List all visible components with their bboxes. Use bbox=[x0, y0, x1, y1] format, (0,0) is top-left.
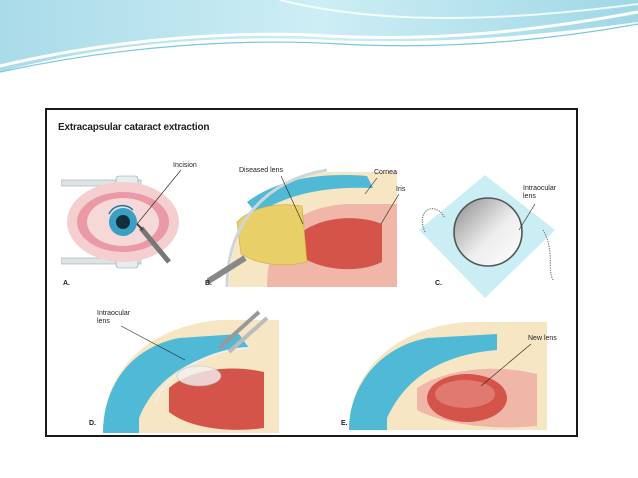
panel-b-cross-section bbox=[207, 168, 397, 287]
label-cornea: Cornea bbox=[374, 169, 397, 176]
figure-frame: Extracapsular cataract extraction Incisi… bbox=[45, 108, 578, 437]
panel-letter-d: D. bbox=[89, 420, 96, 427]
figure-title: Extracapsular cataract extraction bbox=[58, 122, 210, 133]
panel-d-lens-insertion bbox=[103, 310, 279, 433]
panel-letter-b: B. bbox=[205, 280, 212, 287]
panel-a-eye-illustration bbox=[61, 175, 179, 269]
label-iris: Iris bbox=[396, 186, 406, 193]
slide-header-wave bbox=[0, 0, 638, 73]
panel-e-new-lens bbox=[349, 322, 547, 430]
label-diseased-lens: Diseased lens bbox=[239, 167, 283, 174]
label-intraocular-lens-d: Intraocular lens bbox=[97, 310, 131, 325]
panel-letter-a: A. bbox=[63, 280, 70, 287]
label-intraocular-lens-c: Intraocular lens bbox=[523, 185, 557, 200]
leader-line-panel-d bbox=[120, 325, 186, 361]
leader-line-incision bbox=[136, 169, 182, 225]
leader-line-panel-e bbox=[480, 343, 532, 387]
panel-c-intraocular-lens bbox=[419, 175, 555, 298]
leader-lines-panel-b bbox=[280, 175, 400, 225]
leader-line-panel-c bbox=[518, 203, 536, 231]
label-new-lens: New lens bbox=[528, 335, 557, 342]
label-incision: Incision bbox=[173, 162, 197, 169]
panel-letter-c: C. bbox=[435, 280, 442, 287]
panel-letter-e: E. bbox=[341, 420, 348, 427]
